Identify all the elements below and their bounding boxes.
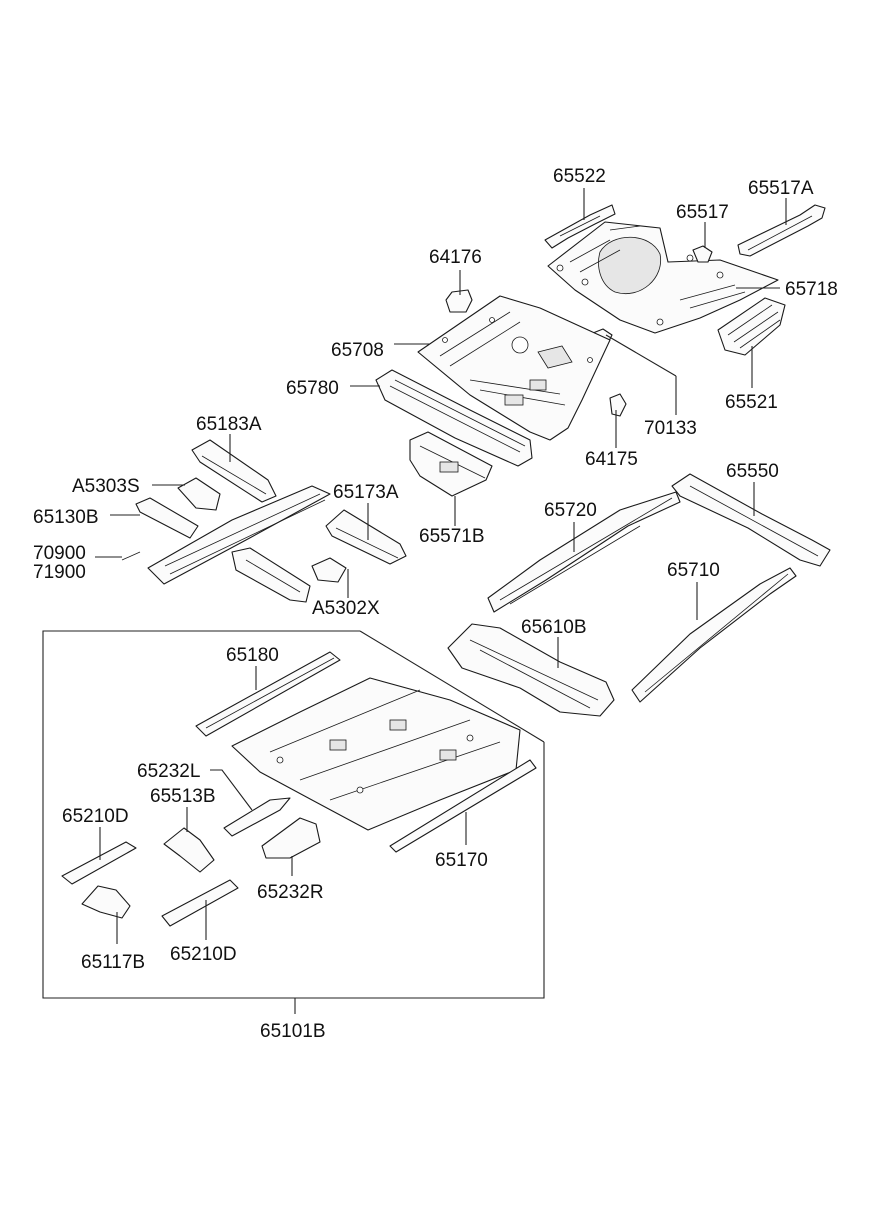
part-65517A [737,204,826,257]
label-A5302X: A5302X [312,598,380,619]
part-rear-floor-pan [547,221,779,334]
label-65522: 65522 [553,166,606,187]
part-65710 [631,567,797,703]
label-64175: 64175 [585,449,638,470]
part-64175 [609,393,627,417]
part-65780 [375,369,533,467]
part-65610B [447,623,615,717]
part-A5302X [311,557,347,583]
label-65718: 65718 [785,279,838,300]
part-65708 [417,295,611,441]
part-65571B [409,431,493,497]
part-65180 [195,651,341,737]
label-65521: 65521 [725,392,778,413]
label-65513B: 65513B [150,786,216,807]
label-65183A: 65183A [196,414,262,435]
part-65232L [223,797,291,837]
label-65610B: 65610B [521,617,587,638]
assembly-box-diagonal [359,630,545,743]
label-65130B: 65130B [33,507,99,528]
label-71900: 71900 [33,562,86,583]
label-65708: 65708 [331,340,384,361]
part-65173A [325,509,407,565]
label-65720: 65720 [544,500,597,521]
label-70133: 70133 [644,418,697,439]
part-64176 [445,289,473,313]
label-65780: 65780 [286,378,339,399]
label-65232L: 65232L [137,761,200,782]
assembly-box [42,630,545,999]
part-65170 [389,759,537,853]
part-70900 [121,551,141,561]
part-65517 [692,245,713,263]
part-65232R [261,817,321,859]
label-64176: 64176 [429,247,482,268]
label-65517: 65517 [676,202,729,223]
label-65571B: 65571B [419,526,485,547]
part-65521 [717,297,786,356]
label-65232R: 65232R [257,882,324,903]
part-65210D-b [161,879,239,927]
label-65117B: 65117B [81,952,145,973]
label-70900: 70900 [33,543,86,564]
part-65522 [544,204,616,249]
label-65101B: 65101B [260,1021,326,1042]
part-65720 [487,491,681,613]
label-65210D-b: 65210D [170,944,237,965]
label-65173A: 65173A [333,482,399,503]
part-A5303S [177,477,221,511]
label-65517A: 65517A [748,178,814,199]
part-65550 [671,473,831,567]
label-65550: 65550 [726,461,779,482]
label-A5303S: A5303S [72,476,140,497]
label-65210D-a: 65210D [62,806,129,827]
label-65180: 65180 [226,645,279,666]
part-65130B [135,485,331,603]
part-65117B [81,885,131,919]
part-65210D-a [61,841,137,885]
part-front-floor-panel [231,677,521,831]
part-65513B [163,827,215,873]
label-65170: 65170 [435,850,488,871]
part-65183A [191,439,277,503]
label-65710: 65710 [667,560,720,581]
